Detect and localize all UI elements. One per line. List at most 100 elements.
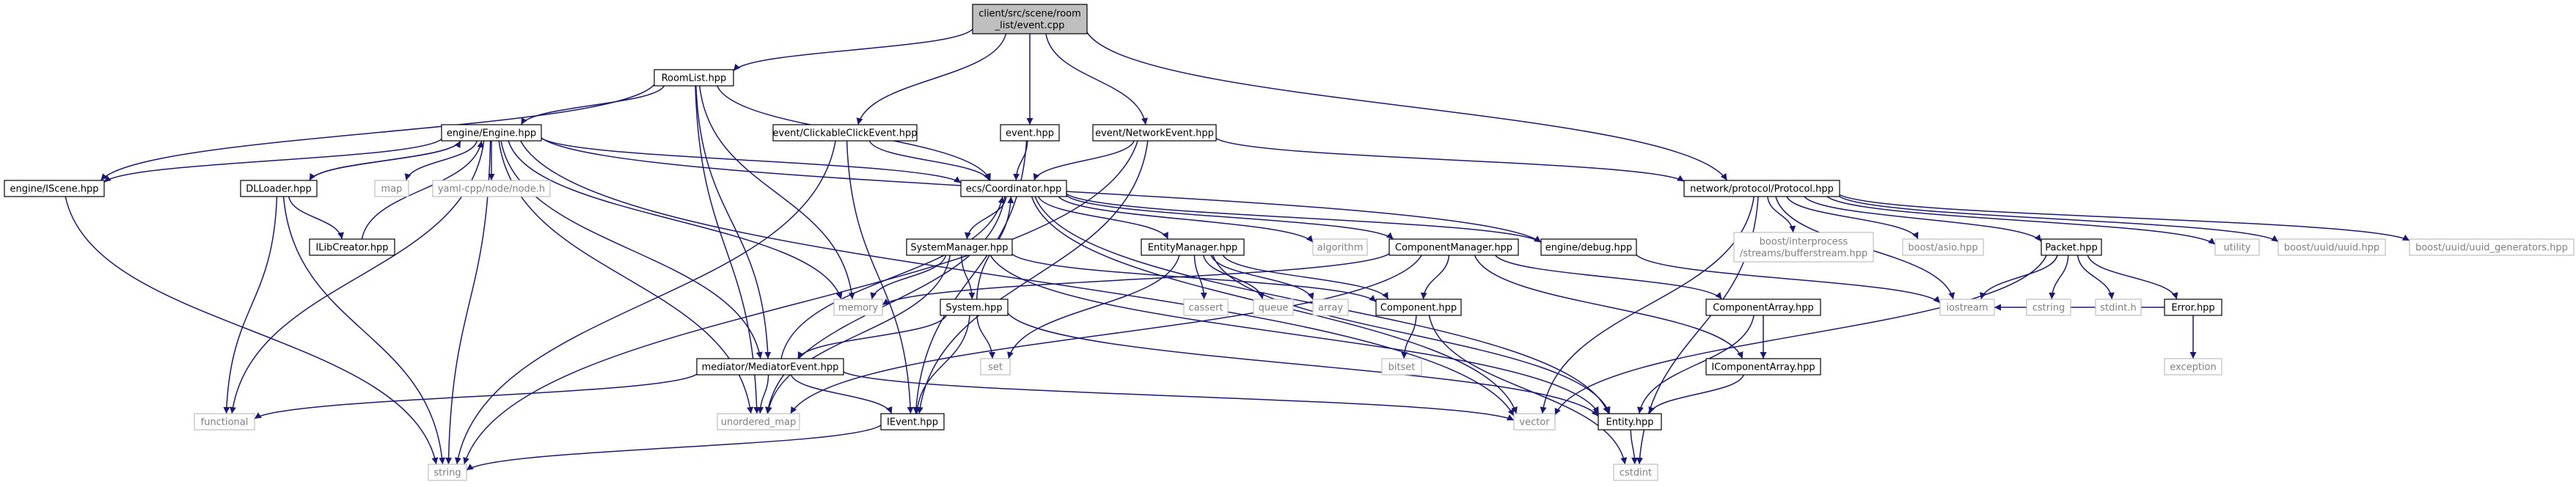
edge-n_dlloader-to-n_functional <box>223 196 278 414</box>
node-array[interactable]: array <box>1312 299 1349 316</box>
node-packet[interactable]: Packet.hpp <box>2041 238 2102 256</box>
node-label: ecs/Coordinator.hpp <box>966 184 1062 195</box>
node-engine[interactable]: engine/Engine.hpp <box>441 124 542 142</box>
node-map[interactable]: map <box>374 180 409 197</box>
node-component[interactable]: Component.hpp <box>1375 299 1462 316</box>
node-iscene[interactable]: engine/IScene.hpp <box>4 180 105 197</box>
node-box <box>1183 299 1229 316</box>
node-box <box>1513 413 1556 431</box>
node-box <box>696 358 844 376</box>
node-memory[interactable]: memory <box>833 299 883 316</box>
edge-n_roomlist-to-n_iscene <box>100 84 655 181</box>
node-debug[interactable]: engine/debug.hpp <box>1540 238 1637 256</box>
node-label: DLLoader.hpp <box>246 184 311 195</box>
node-box <box>2041 238 2102 256</box>
edge-n_netevent-to-n_string <box>463 140 1138 465</box>
edge-n_coord-to-n_entmgr <box>1037 196 1169 240</box>
edge-n_mediator-to-n_coord <box>780 196 1005 359</box>
node-roomlist[interactable]: RoomList.hpp <box>654 69 734 87</box>
node-cstring[interactable]: cstring <box>2026 299 2071 316</box>
node-exception[interactable]: exception <box>2164 358 2222 376</box>
node-box <box>2164 299 2222 316</box>
node-system[interactable]: System.hpp <box>940 299 1009 316</box>
node-iostream[interactable]: iostream <box>1939 299 1995 316</box>
node-uuidgen[interactable]: boost/uuid/uuid_generators.hpp <box>2409 238 2575 256</box>
node-cassert[interactable]: cassert <box>1183 299 1229 316</box>
node-box <box>960 180 1067 197</box>
node-algorithm[interactable]: algorithm <box>1312 238 1368 256</box>
node-box <box>1540 238 1637 256</box>
node-clickable[interactable]: event/ClickableClickEvent.hpp <box>772 124 918 142</box>
edge-n_netevent-to-n_protocol <box>1215 138 1685 182</box>
node-box <box>1598 413 1662 431</box>
edge-n_system-to-n_ievent <box>914 315 970 414</box>
edge-n_sysmgr-to-n_system <box>960 255 976 300</box>
edge-n_system-to-n_entity <box>1007 312 1599 417</box>
edge-n_system-to-n_mediator <box>797 315 947 359</box>
node-box <box>1092 124 1217 142</box>
edge-n_compmgr-to-n_component <box>1420 255 1450 300</box>
edge-n_event-to-n_coord <box>1013 140 1028 181</box>
node-label: client/src/scene/room <box>978 9 1081 20</box>
node-dlloader[interactable]: DLLoader.hpp <box>240 180 318 197</box>
edge-n_root-to-n_roomlist <box>733 29 973 72</box>
node-error[interactable]: Error.hpp <box>2164 299 2222 316</box>
node-stdint[interactable]: stdint.h <box>2095 299 2142 316</box>
node-entity[interactable]: Entity.hpp <box>1598 413 1662 431</box>
edge-n_sysmgr-to-n_component <box>1011 253 1377 302</box>
edge-n_component-to-n_cstdint <box>1428 315 1628 465</box>
node-functional[interactable]: functional <box>194 413 255 431</box>
edge-n_protocol-to-n_uuid <box>1839 196 2279 243</box>
edge-n_packet-to-n_vector <box>1554 255 2047 416</box>
node-comparray[interactable]: ComponentArray.hpp <box>1705 299 1821 316</box>
node-string[interactable]: string <box>428 464 467 481</box>
node-label: iostream <box>1946 303 1988 314</box>
edge-n_dlloader-to-n_engine <box>309 140 461 181</box>
node-box <box>906 238 1013 256</box>
node-label: utility <box>2224 243 2251 254</box>
node-entmgr[interactable]: EntityManager.hpp <box>1141 238 1245 256</box>
node-ilib[interactable]: ILibCreator.hpp <box>309 238 395 256</box>
node-cstdint[interactable]: cstdint <box>1613 464 1658 481</box>
node-label: event/ClickableClickEvent.hpp <box>772 128 917 139</box>
edge-n_protocol-to-n_boostip <box>1767 196 1796 233</box>
node-utility[interactable]: utility <box>2214 238 2260 256</box>
node-icomparray[interactable]: IComponentArray.hpp <box>1705 358 1821 376</box>
node-event[interactable]: event.hpp <box>1000 124 1060 142</box>
edge-n_compmgr-to-n_icomparray <box>1474 255 1743 359</box>
node-umap[interactable]: unordered_map <box>717 413 800 431</box>
edge-n_roomlist-to-n_engine <box>520 85 665 125</box>
node-protocol[interactable]: network/protocol/Protocol.hpp <box>1683 180 1840 197</box>
edge-n_roomlist-to-n_memory <box>699 85 855 300</box>
node-box <box>1902 238 1984 256</box>
node-uuid[interactable]: boost/uuid/uuid.hpp <box>2277 238 2386 256</box>
node-ievent[interactable]: IEvent.hpp <box>880 413 945 431</box>
node-mediator[interactable]: mediator/MediatorEvent.hpp <box>696 358 844 376</box>
node-asio[interactable]: boost/asio.hpp <box>1902 238 1984 256</box>
node-set[interactable]: set <box>980 358 1011 376</box>
node-sysmgr[interactable]: SystemManager.hpp <box>906 238 1013 256</box>
node-coord[interactable]: ecs/Coordinator.hpp <box>960 180 1067 197</box>
edge-n_roomlist-to-n_mediator <box>695 85 772 359</box>
node-bitset[interactable]: bitset <box>1381 358 1422 376</box>
edge-n_entmgr-to-n_queue <box>1203 255 1265 300</box>
node-label: IComponentArray.hpp <box>1711 362 1815 373</box>
node-label: ILibCreator.hpp <box>315 243 388 254</box>
node-yaml[interactable]: yaml-cpp/node/node.h <box>432 180 551 197</box>
node-compmgr[interactable]: ComponentManager.hpp <box>1388 238 1519 256</box>
node-boostip[interactable]: boost/interprocess/streams/bufferstream.… <box>1733 232 1874 263</box>
edge-n_comparray-to-n_entity <box>1636 315 1754 414</box>
node-label: string <box>433 468 461 479</box>
node-netevent[interactable]: event/NetworkEvent.hpp <box>1092 124 1217 142</box>
node-label: _list/event.cpp <box>995 21 1065 32</box>
node-label: ComponentManager.hpp <box>1395 243 1512 254</box>
node-box <box>2164 358 2222 376</box>
node-vector[interactable]: vector <box>1513 413 1556 431</box>
node-root[interactable]: client/src/scene/room_list/event.cpp <box>972 4 1088 34</box>
node-box <box>880 413 945 431</box>
node-box <box>194 413 255 431</box>
node-queue[interactable]: queue <box>1253 299 1294 316</box>
edge-n_coord-to-n_compmgr <box>1066 195 1394 240</box>
node-label: queue <box>1259 303 1289 314</box>
